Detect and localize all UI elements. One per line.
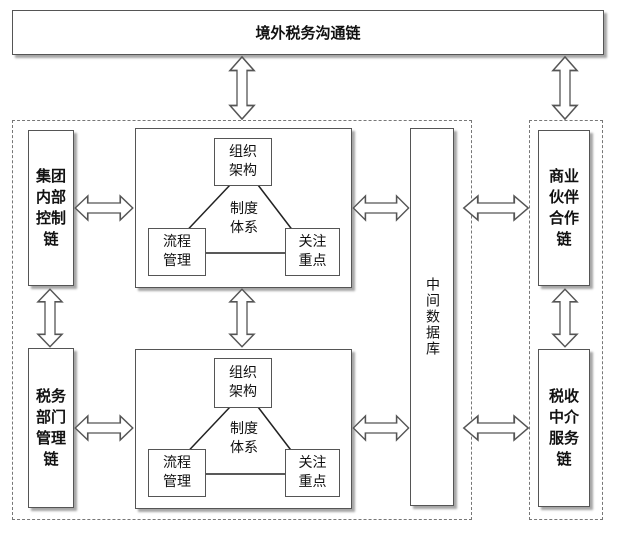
group-internal-control-label: 集团 内部 控制 链 bbox=[35, 167, 66, 248]
process-management-label: 流程 管理 bbox=[163, 455, 191, 490]
arrow-right-chains bbox=[552, 288, 578, 348]
arrow-systems bbox=[229, 288, 255, 348]
overseas-tax-communication-chain: 境外税务沟通链 bbox=[12, 10, 604, 55]
process-management-label: 流程 管理 bbox=[163, 234, 191, 269]
arrow-system-db bbox=[352, 195, 410, 221]
focus-points-box: 关注 重点 bbox=[285, 449, 340, 497]
middle-database-label: 中间数据库 bbox=[424, 277, 440, 357]
arrow-left-chains bbox=[37, 288, 63, 348]
org-structure-box: 组织 架构 bbox=[214, 358, 272, 408]
tax-intermediary-label: 税收 中介 服务 链 bbox=[548, 387, 579, 468]
business-partner-chain: 商业 伙伴 合作 链 bbox=[538, 130, 590, 286]
tax-intermediary-chain: 税收 中介 服务 链 bbox=[538, 349, 590, 507]
business-partner-label: 商业 伙伴 合作 链 bbox=[548, 167, 579, 248]
arrow-topbar-system bbox=[229, 56, 255, 120]
org-structure-box: 组织 架构 bbox=[214, 138, 272, 186]
system-center-label: 制度 体系 bbox=[230, 201, 258, 236]
system-center-label: 制度 体系 bbox=[230, 421, 258, 456]
org-structure-label: 组织 架构 bbox=[229, 144, 257, 179]
arrow-topbar-partner bbox=[552, 56, 578, 120]
focus-points-box: 关注 重点 bbox=[285, 228, 340, 276]
org-structure-label: 组织 架构 bbox=[229, 365, 257, 400]
external-group-frame bbox=[529, 120, 603, 520]
arrow-tax-system bbox=[74, 415, 134, 441]
focus-points-label: 关注 重点 bbox=[298, 234, 327, 269]
arrow-control-system bbox=[74, 195, 134, 221]
tax-department-management-label: 税务 部门 管理 链 bbox=[35, 387, 66, 468]
arrow-system-db-2 bbox=[352, 415, 410, 441]
focus-points-label: 关注 重点 bbox=[298, 455, 327, 490]
middle-database: 中间数据库 bbox=[410, 128, 454, 506]
group-internal-control-chain: 集团 内部 控制 链 bbox=[28, 130, 74, 286]
enterprise-group-frame bbox=[12, 120, 472, 520]
process-management-box: 流程 管理 bbox=[148, 228, 206, 276]
process-management-box: 流程 管理 bbox=[148, 449, 206, 497]
tax-department-management-chain: 税务 部门 管理 链 bbox=[28, 348, 74, 508]
arrow-db-partner bbox=[462, 195, 530, 221]
arrow-db-intermediary bbox=[462, 415, 530, 441]
overseas-tax-communication-label: 境外税务沟通链 bbox=[255, 24, 361, 42]
